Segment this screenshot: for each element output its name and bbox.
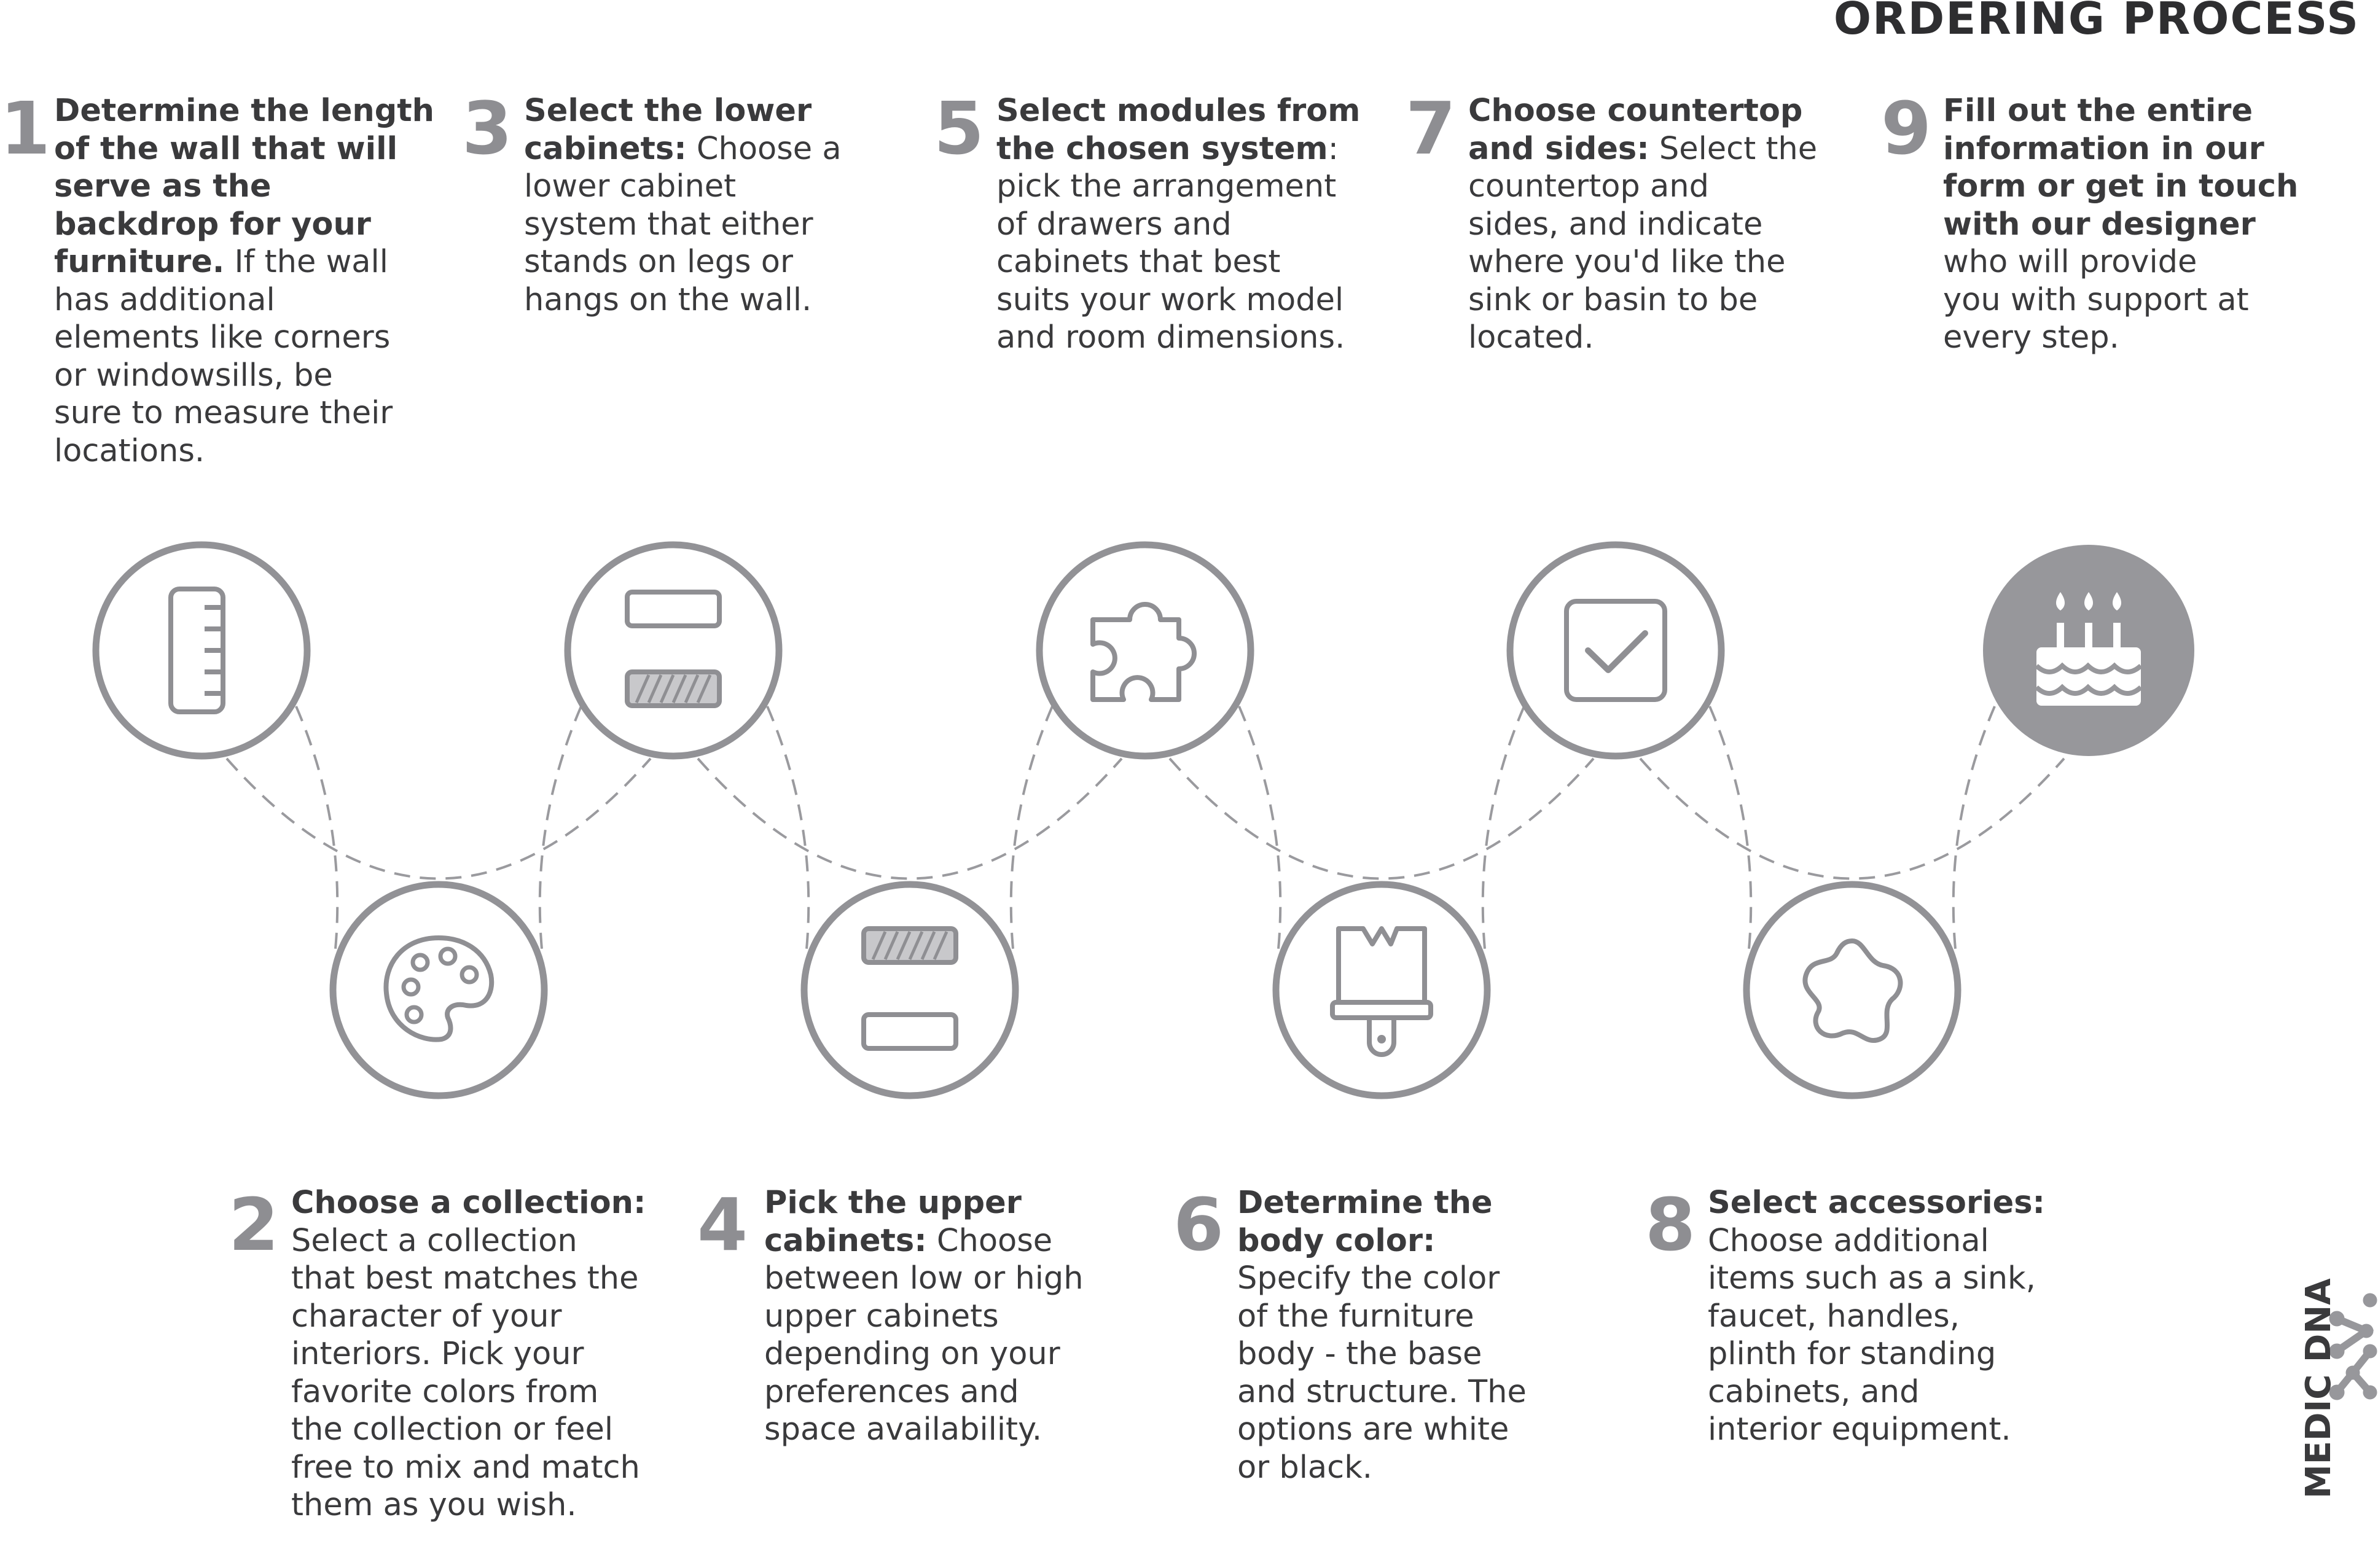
step-number: 7 bbox=[1406, 86, 1457, 171]
dashed-connector bbox=[766, 706, 810, 950]
cake-icon bbox=[2035, 592, 2143, 706]
step-description: Choose countertop and sides: Select the … bbox=[1468, 92, 1817, 357]
dashed-connector bbox=[1168, 757, 1595, 880]
step-body: Choose a lower cabinet system that eithe… bbox=[524, 130, 842, 318]
step-circle bbox=[800, 881, 1019, 1099]
dashed-connector bbox=[1708, 706, 1753, 950]
step-number: 4 bbox=[697, 1182, 748, 1267]
step-heading: Choose countertop and sides: bbox=[1468, 93, 1803, 167]
step-number: 5 bbox=[934, 86, 985, 171]
step-circle bbox=[1272, 881, 1491, 1099]
dashed-connector bbox=[295, 706, 339, 950]
step-description: Select the lower cabinets: Choose a lowe… bbox=[524, 92, 842, 319]
step-heading: Fill out the entire information in our f… bbox=[1943, 93, 2299, 243]
ruler-icon bbox=[168, 587, 225, 714]
step-body: who will provide you with support at eve… bbox=[1943, 244, 2249, 356]
dashed-connector bbox=[1009, 706, 1054, 950]
step-heading: Select modules from the chosen system bbox=[996, 93, 1361, 167]
paintbrush-icon bbox=[1330, 926, 1433, 1057]
step-description: Determine the length of the wall that wi… bbox=[54, 92, 434, 470]
step-body: Select a collection that best matches th… bbox=[291, 1222, 640, 1523]
step-body: Select the countertop and sides, and ind… bbox=[1468, 130, 1818, 356]
step-circle bbox=[1743, 881, 1961, 1099]
step-circle bbox=[564, 541, 783, 760]
step-body: : pick the arrangement of drawers and ca… bbox=[996, 130, 1345, 356]
logo-text: MEDIC DNA bbox=[2299, 1278, 2339, 1499]
step-heading: Choose a collection: bbox=[291, 1185, 646, 1221]
step-description: Determine the body color: Specify the co… bbox=[1237, 1184, 1527, 1486]
step-body: If the wall has additional elements like… bbox=[54, 244, 393, 469]
step-description: Select modules from the chosen system: p… bbox=[996, 92, 1360, 357]
lower-cabinet-icon bbox=[625, 590, 722, 708]
step-description: Pick the upper cabinets: Choose between … bbox=[764, 1184, 1084, 1449]
step-number: 8 bbox=[1645, 1182, 1696, 1267]
star-blob-icon bbox=[1802, 938, 1903, 1043]
checkbox-icon bbox=[1564, 599, 1667, 702]
step-circle bbox=[92, 541, 311, 760]
step-heading: Determine the length of the wall that wi… bbox=[54, 93, 434, 280]
dashed-connector bbox=[1952, 706, 1996, 950]
step-number: 2 bbox=[229, 1182, 280, 1267]
step-circle bbox=[1506, 541, 1725, 760]
step-number: 1 bbox=[0, 86, 51, 171]
dashed-connector bbox=[1481, 706, 1525, 950]
step-heading: Select accessories: bbox=[1708, 1185, 2045, 1221]
step-description: Select accessories: Choose additional it… bbox=[1708, 1184, 2045, 1449]
dashed-connector bbox=[225, 757, 652, 880]
page-title: ORDERING PROCESS bbox=[1833, 0, 2360, 44]
step-circle bbox=[1036, 541, 1254, 760]
step-number: 3 bbox=[462, 86, 513, 171]
puzzle-icon bbox=[1090, 602, 1197, 702]
step-body: Choose between low or high upper cabinet… bbox=[764, 1222, 1084, 1448]
dashed-connector bbox=[697, 757, 1123, 880]
dashed-connector bbox=[1238, 706, 1282, 950]
step-circle bbox=[329, 881, 548, 1099]
step-heading: Determine the body color: bbox=[1237, 1185, 1493, 1259]
dashed-connector bbox=[538, 706, 582, 950]
step-number: 9 bbox=[1881, 86, 1932, 171]
upper-cabinet-icon bbox=[861, 926, 958, 1051]
step-description: Fill out the entire information in our f… bbox=[1943, 92, 2298, 357]
step-body: Specify the color of the furniture body … bbox=[1237, 1260, 1527, 1486]
step-heading: Select the lower cabinets: bbox=[524, 93, 812, 167]
step-heading: Pick the upper cabinets: bbox=[764, 1185, 1022, 1259]
step-description: Choose a collection: Select a collection… bbox=[291, 1184, 646, 1524]
step-number: 6 bbox=[1173, 1182, 1224, 1267]
step-body: Choose additional items such as a sink, … bbox=[1708, 1222, 2036, 1448]
dashed-connector bbox=[1639, 757, 2065, 880]
palette-icon bbox=[383, 935, 495, 1042]
dna-logo-icon bbox=[2329, 1293, 2377, 1400]
